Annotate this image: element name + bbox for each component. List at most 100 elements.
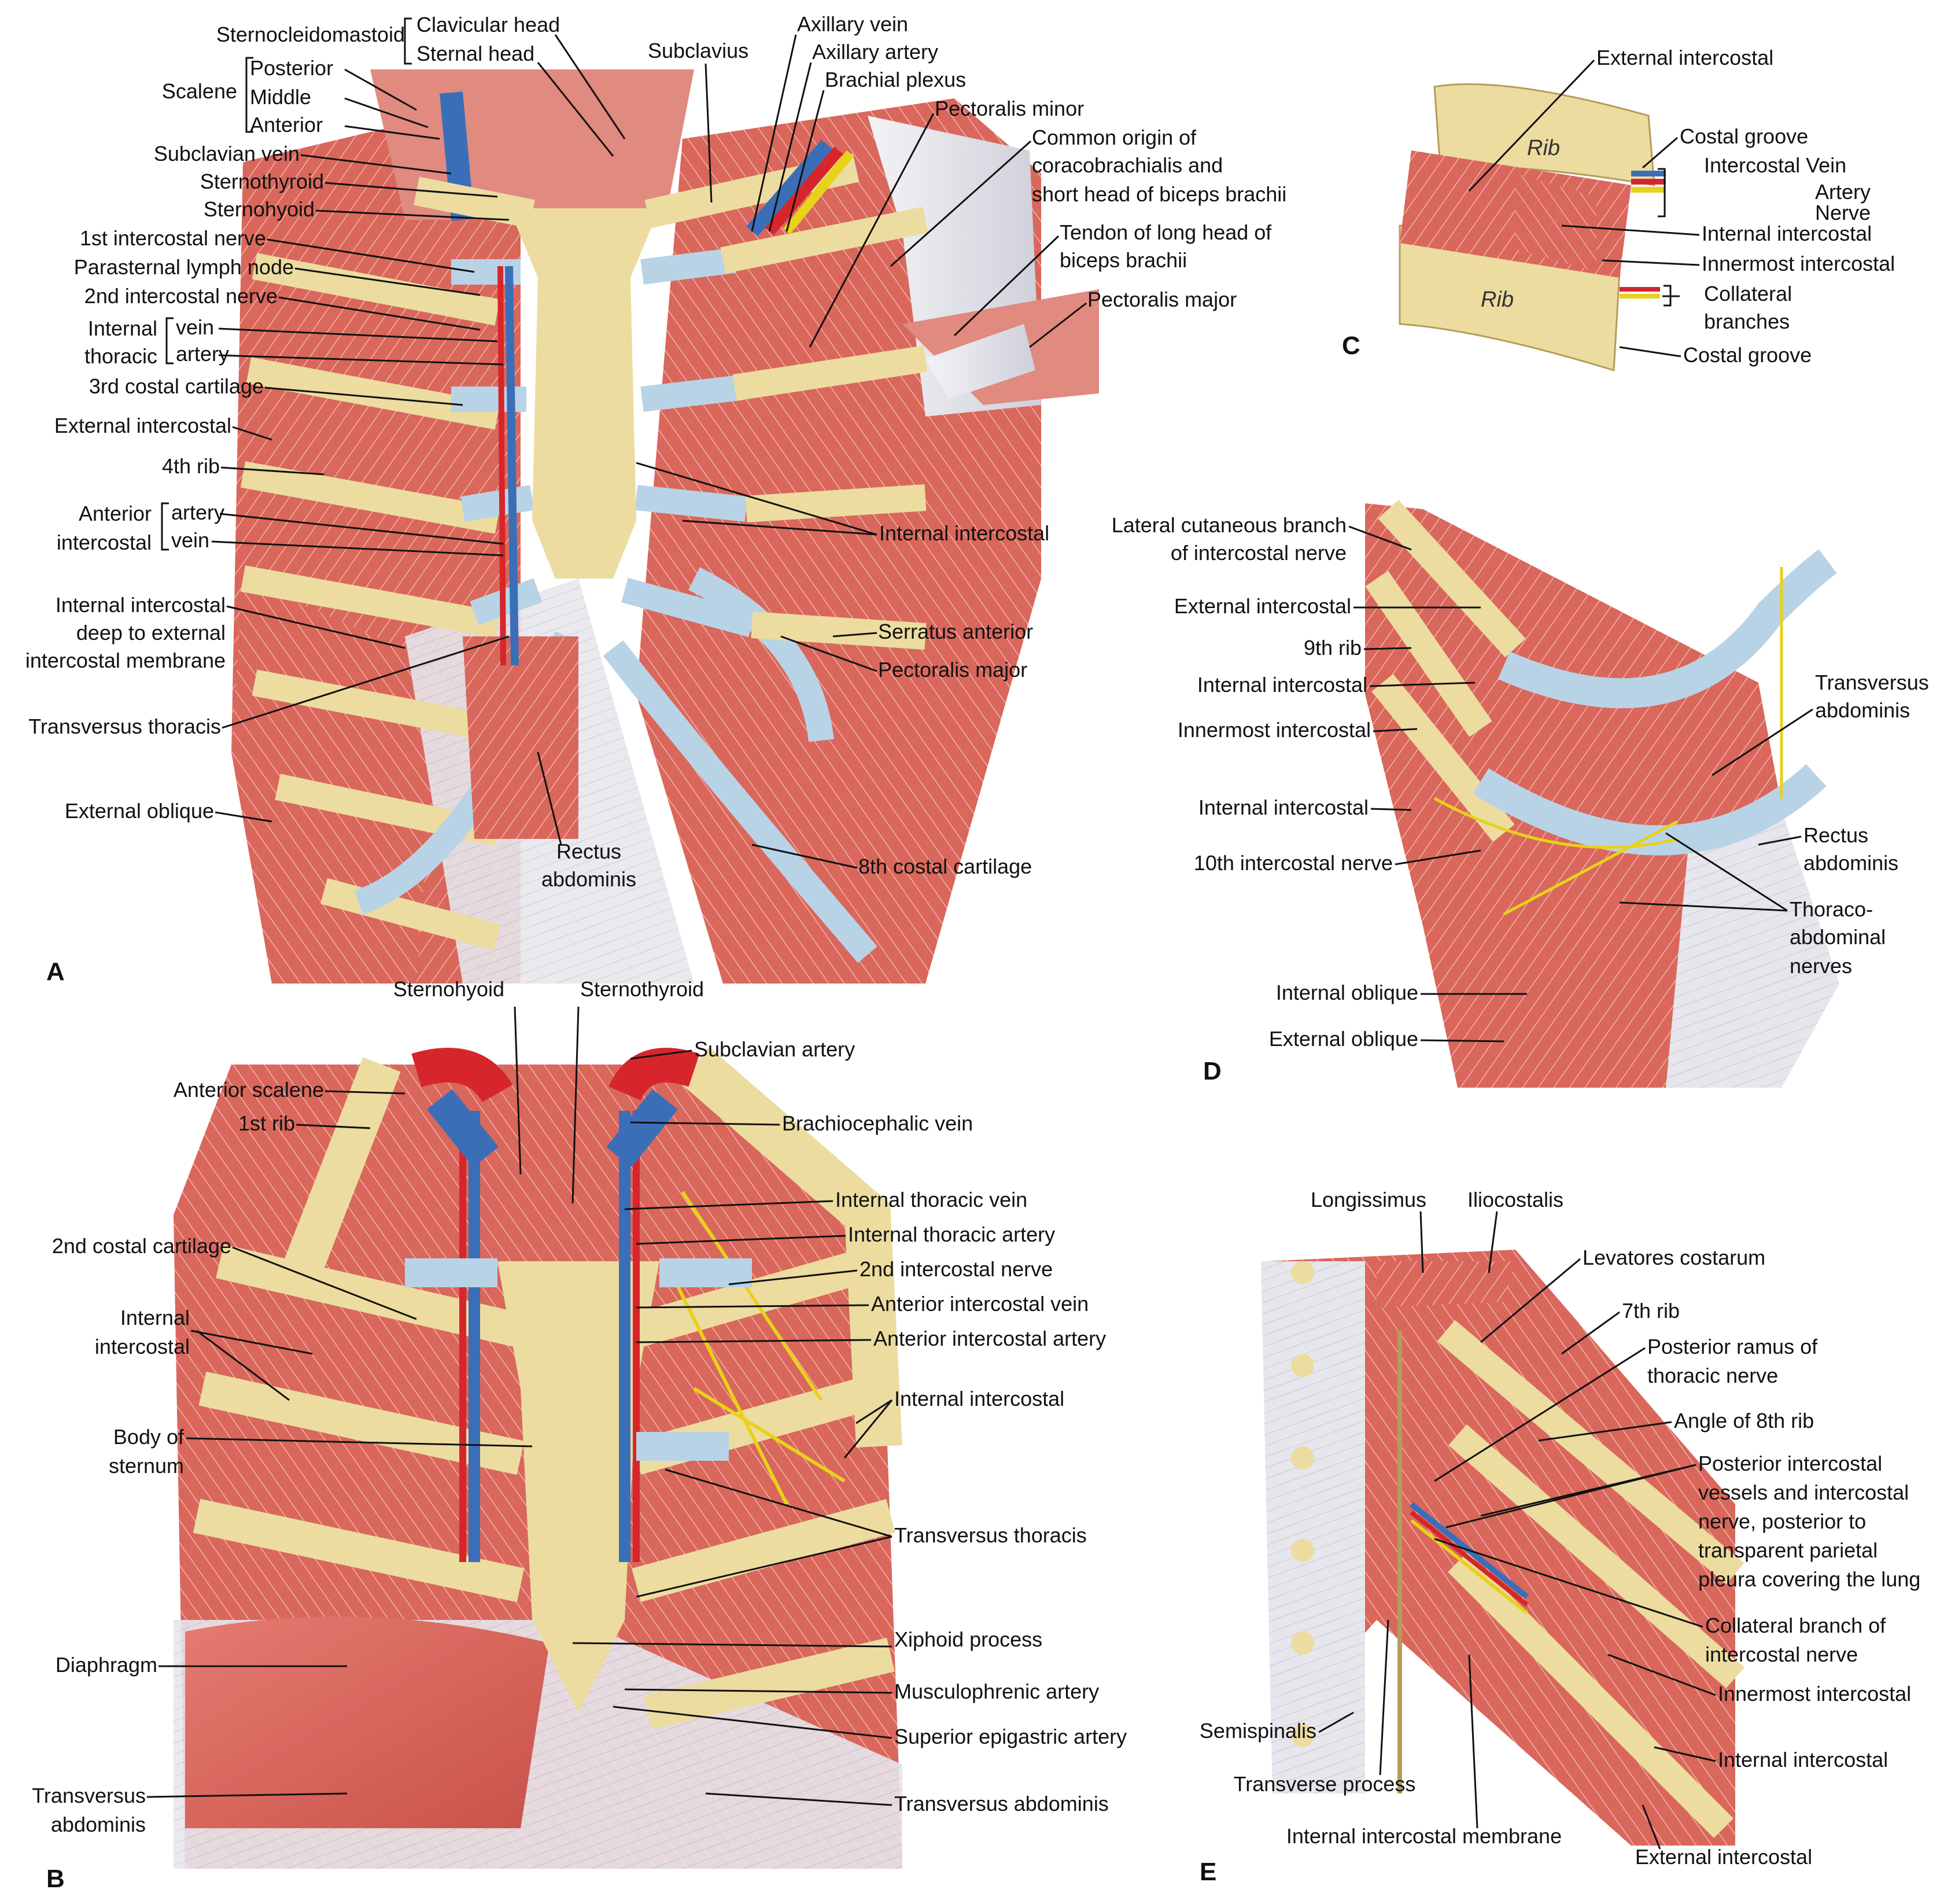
label-10th-intercostal-nerve: 10th intercostal nerve [1194,851,1393,875]
label-internal-intercostal-membrane: Internal intercostal membrane [1286,1824,1562,1848]
label-axillary-artery: Axillary artery [812,40,938,64]
bracket-internal-thoracic [165,317,174,364]
label-common-origin-2: coracobrachialis and [1032,153,1223,177]
label-body-of-sternum-2: sternum [109,1454,184,1478]
panel-e-leaders [1318,1211,1716,1850]
label-post-ic-4: transparent parietal [1698,1538,1878,1562]
label-rectus-1: Rectus [556,839,621,863]
label-thoraco-3: nerves [1790,954,1852,978]
label-posterior-ramus-1: Posterior ramus of [1647,1335,1818,1358]
label-thoraco-2: abdominal [1790,925,1886,949]
label-intercostal-nerve: Nerve [1815,201,1871,224]
panel-a-leaders [211,34,1087,869]
label-transversus-abdominis-d2: abdominis [1815,698,1910,722]
label-2nd-intercostal-nerve-a: 2nd intercostal nerve [84,284,278,308]
label-external-oblique-a: External oblique [65,799,214,823]
label-collateral-branch-2: intercostal nerve [1705,1642,1858,1666]
label-scalene-posterior: Posterior [250,56,333,80]
label-subclavian-artery: Subclavian artery [694,1037,855,1061]
label-rib-upper: Rib [1527,136,1560,160]
label-anterior-intercostal-vein: Anterior intercostal vein [871,1292,1089,1316]
label-common-origin-1: Common origin of [1032,126,1197,149]
label-diaphragm: Diaphragm [56,1653,157,1677]
label-internal-intercostal-d2: Internal intercostal [1198,796,1369,819]
label-internal-intercostal-e: Internal intercostal [1718,1748,1888,1772]
panel-a-illustration [231,69,1099,984]
label-iliocostalis: Iliocostalis [1467,1188,1563,1211]
label-internal-oblique-d: Internal oblique [1276,981,1418,1004]
panel-tag-b: B [46,1865,65,1893]
label-internal-intercostal-c: Internal intercostal [1702,222,1872,245]
label-external-intercostal-d: External intercostal [1174,594,1351,618]
bracket-scm [404,17,412,65]
label-rectus-abdominis-d2: abdominis [1803,851,1898,875]
label-1st-rib: 1st rib [238,1111,295,1135]
label-subclavius: Subclavius [648,39,748,62]
label-costal-groove-bottom: Costal groove [1683,343,1812,367]
label-innermost-intercostal-c: Innermost intercostal [1702,252,1895,275]
panel-tag-d: D [1203,1057,1222,1085]
label-brachiocephalic-vein: Brachiocephalic vein [782,1111,973,1135]
label-pectoralis-minor: Pectoralis minor [935,97,1084,120]
label-longissimus: Longissimus [1311,1188,1426,1211]
panel-e-labels: Longissimus Iliocostalis Levatores costa… [1200,1188,1920,1886]
label-external-intercostal-c: External intercostal [1596,46,1773,69]
bracket-anterior-intercostal [161,502,169,551]
label-transversus-thoracis-a: Transversus thoracis [28,715,221,738]
label-post-ic-2: vessels and intercostal [1698,1481,1909,1504]
label-costal-groove-top: Costal groove [1680,124,1808,148]
panel-c-leaders [1468,59,1700,358]
label-post-ic-3: nerve, posterior to [1698,1509,1866,1533]
label-2nd-costal-cartilage: 2nd costal cartilage [52,1234,231,1258]
label-internal-intercostal-b1: Internal [120,1306,190,1330]
label-scalene-anterior: Anterior [250,113,323,137]
panel-tag-c: C [1342,332,1360,360]
panel-a-labels: Sternocleidomastoid Clavicular head Ster… [25,12,1286,986]
label-int-ic-deep-1: Internal intercostal [56,593,226,617]
label-9th-rib: 9th rib [1304,636,1362,660]
label-post-ic-1: Posterior intercostal [1698,1452,1882,1475]
label-tendon-2: biceps brachii [1060,248,1187,272]
label-collateral-2: branches [1704,310,1790,333]
panel-tag-e: E [1200,1858,1216,1886]
panel-b-labels: Sternohyoid Sternothyroid Subclavian art… [32,977,1127,1893]
label-sternothyroid-b: Sternothyroid [580,977,704,1001]
label-rib-lower: Rib [1481,288,1514,312]
label-anterior-intercostal-2: intercostal [57,531,152,554]
label-post-ic-5: pleura covering the lung [1698,1567,1920,1591]
label-anterior-intercostal-vein-a: vein [171,528,209,552]
panel-d-leaders [1348,525,1813,1043]
label-subclavian-vein: Subclavian vein [154,142,300,165]
label-sternothyroid-a: Sternothyroid [200,170,324,193]
label-semispinalis: Semispinalis [1200,1719,1316,1743]
label-external-intercostal-a: External intercostal [54,414,231,437]
label-3rd-costal-cartilage: 3rd costal cartilage [89,374,264,398]
label-internal-intercostal-b2: intercostal [95,1335,190,1358]
label-collateral-1: Collateral [1704,282,1792,305]
label-internal-thoracic-vein: Internal thoracic vein [835,1188,1027,1211]
panel-d-illustration [1365,499,1839,1088]
label-sternocleidomastoid: Sternocleidomastoid [216,23,405,46]
label-internal-thoracic-vein: vein [176,315,214,339]
label-sternohyoid-a: Sternohyoid [204,197,315,221]
panel-c-labels: External intercostal Costal groove Inter… [1342,46,1895,367]
label-innermost-intercostal-e: Innermost intercostal [1718,1682,1911,1706]
label-rectus-2: abdominis [541,867,636,891]
label-musculophrenic-artery: Musculophrenic artery [894,1680,1099,1703]
label-int-ic-deep-3: intercostal membrane [25,649,226,672]
label-2nd-intercostal-nerve-b: 2nd intercostal nerve [860,1257,1053,1281]
label-8th-costal-cartilage: 8th costal cartilage [858,855,1032,878]
label-internal-intercostal-b-right: Internal intercostal [894,1387,1064,1410]
label-innermost-intercostal-d: Innermost intercostal [1178,718,1371,742]
label-superior-epigastric-artery: Superior epigastric artery [894,1725,1127,1748]
label-int-ic-deep-2: deep to external [76,621,226,645]
label-1st-intercostal-nerve: 1st intercostal nerve [80,226,266,250]
bracket-intercostal-vessels [1658,168,1666,218]
label-clavicular-head: Clavicular head [416,13,560,36]
label-internal-thoracic-artery: artery [176,342,229,366]
label-7th-rib: 7th rib [1622,1299,1680,1323]
label-body-of-sternum-1: Body of [113,1425,185,1449]
label-transversus-abdominis-b1: Transversus [32,1784,146,1807]
label-angle-8th-rib: Angle of 8th rib [1674,1409,1814,1432]
